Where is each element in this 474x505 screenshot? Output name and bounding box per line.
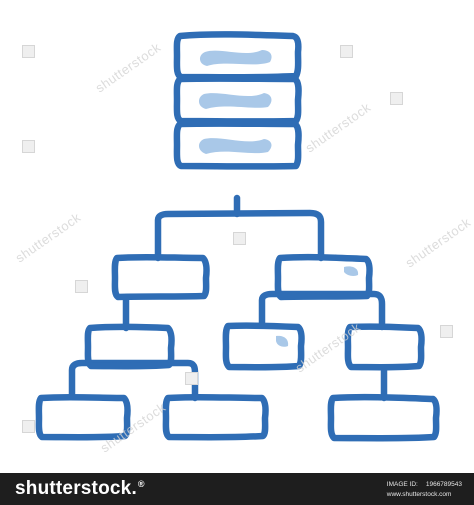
server-unit-2-fill <box>198 93 272 109</box>
node-right-level1-highlight <box>344 266 359 276</box>
server-unit-3-outline <box>173 120 302 170</box>
tree-connectors <box>68 209 388 402</box>
server-stack <box>173 31 302 170</box>
node-right-level1 <box>274 253 373 301</box>
registered-mark: ® <box>137 478 145 489</box>
site-url[interactable]: www.shutterstock.com <box>386 491 452 498</box>
root-bracket <box>154 209 325 262</box>
node-leaf-2 <box>162 393 269 441</box>
illustration-canvas: shutterstock shutterstock shutterstock s… <box>12 31 474 456</box>
node-mid-level2 <box>222 322 305 371</box>
node-mid-level2-highlight <box>276 335 289 347</box>
node-left-level1 <box>111 253 210 301</box>
brand-name: shutterstock <box>15 478 132 499</box>
tree-nodes <box>35 253 440 442</box>
database-hierarchy-icon <box>35 31 440 442</box>
image-id-label: IMAGE ID: <box>386 481 418 488</box>
brand-logo[interactable]: shutterstock.® <box>15 478 145 500</box>
server-unit-3-fill <box>198 138 272 154</box>
server-unit-1-fill <box>199 50 272 66</box>
node-leaf-3 <box>327 393 440 442</box>
image-id-row: IMAGE ID: 1966789543 <box>387 480 462 490</box>
brand-mark: . <box>131 478 137 499</box>
footer-bar: shutterstock.® IMAGE ID: 1966789543 www.s… <box>0 473 474 505</box>
node-left-level2 <box>84 323 175 370</box>
image-id-value: 1966789543 <box>425 481 462 488</box>
node-leaf-1 <box>35 393 131 441</box>
image-meta: IMAGE ID: 1966789543 www.shutterstock.com <box>387 480 462 500</box>
node-right-level2 <box>344 323 425 371</box>
